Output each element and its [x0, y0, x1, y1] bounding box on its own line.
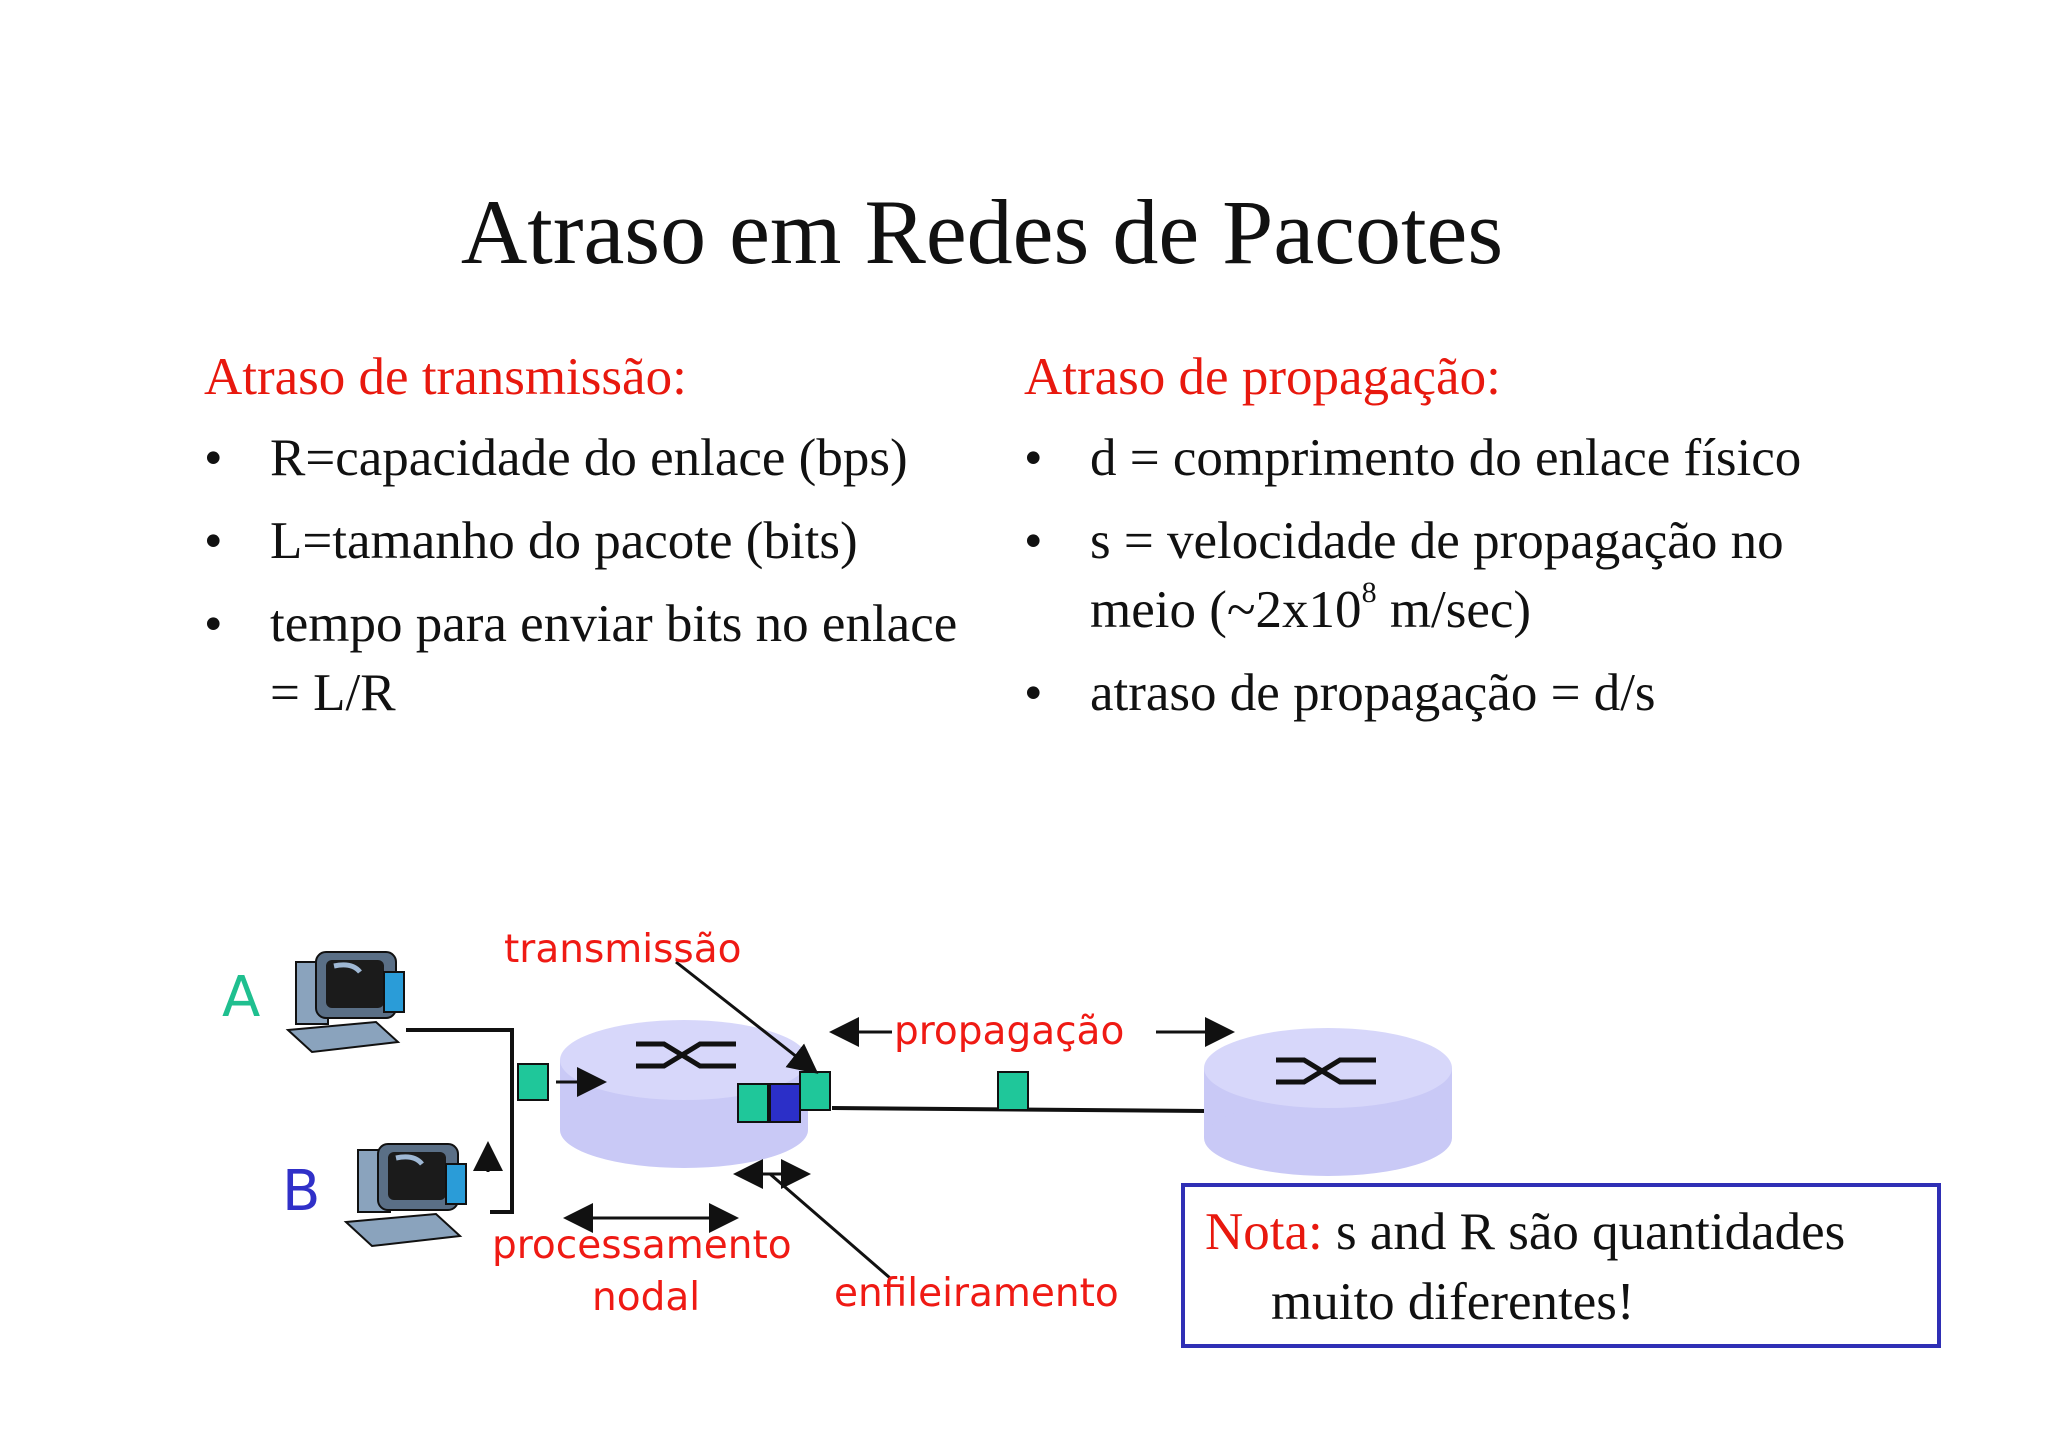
bullet-icon: • — [204, 595, 223, 653]
queueing-pointer-line — [769, 1172, 891, 1280]
note-box: Nota: s and R são quantidades muito dife… — [1181, 1183, 1941, 1348]
transmission-label: transmissão — [504, 927, 742, 972]
transmission-pointer-arrow — [675, 960, 819, 1074]
queueing-label: enfileiramento — [834, 1271, 1119, 1316]
list-item: •tempo para enviar bits no enlace = L/R — [204, 590, 994, 728]
propagation-delay-column: Atraso de propagação: •d = comprimento d… — [1024, 344, 1854, 742]
packet-propagating — [997, 1071, 1029, 1111]
bullet-icon: • — [1024, 512, 1043, 570]
page-title: Atraso em Redes de Pacotes — [460, 181, 1504, 283]
note-prefix: Nota: — [1205, 1203, 1323, 1261]
transmission-delay-list: •R=capacidade do enlace (bps) •L=tamanho… — [204, 424, 994, 728]
computer-a-icon — [285, 951, 405, 1054]
propagation-label: propagação — [894, 1009, 1125, 1054]
bullet-icon: • — [1024, 429, 1043, 487]
transmission-delay-column: Atraso de transmissão: •R=capacidade do … — [204, 344, 994, 742]
transmission-delay-heading: Atraso de transmissão: — [204, 348, 687, 406]
nodal-label: nodal — [592, 1275, 701, 1320]
list-item: •L=tamanho do pacote (bits) — [204, 507, 994, 576]
packet-arriving — [517, 1063, 549, 1101]
packet-queued-blue — [769, 1083, 801, 1123]
bullet-icon: • — [1024, 664, 1043, 722]
note-line-2: muito diferentes! — [1271, 1273, 1635, 1331]
list-item: •s = velocidade de propagação no meio (~… — [1024, 507, 1854, 645]
host-b-label: B — [282, 1159, 321, 1224]
router-2 — [1204, 1028, 1452, 1176]
packet-transmitting — [799, 1071, 831, 1111]
propagation-delay-heading: Atraso de propagação: — [1024, 348, 1501, 406]
list-item: •atraso de propagação = d/s — [1024, 659, 1854, 728]
list-item: •d = comprimento do enlace físico — [1024, 424, 1854, 493]
router-arrows-icon — [1276, 1057, 1376, 1085]
router-arrows-icon — [636, 1041, 736, 1069]
exponent: 8 — [1361, 576, 1377, 610]
bullet-icon: • — [204, 429, 223, 487]
note-line-1: s and R são quantidades — [1322, 1203, 1846, 1261]
host-link-lines — [406, 1028, 514, 1214]
packet-queued — [737, 1083, 769, 1123]
host-a-label: A — [222, 965, 261, 1030]
propagation-delay-list: •d = comprimento do enlace físico •s = v… — [1024, 424, 1854, 728]
list-item: •R=capacidade do enlace (bps) — [204, 424, 994, 493]
processing-label: processamento — [492, 1223, 792, 1268]
computer-b-icon — [343, 1143, 467, 1248]
bullet-icon: • — [204, 512, 223, 570]
